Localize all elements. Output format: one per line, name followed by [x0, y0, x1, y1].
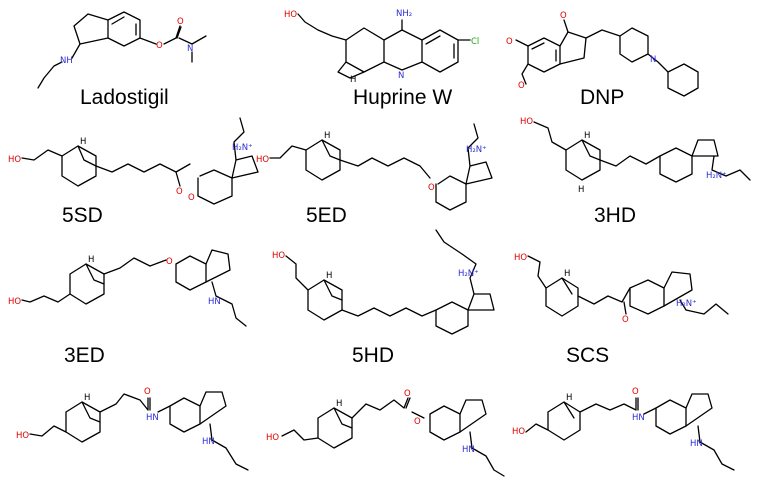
caption-scs: SCS [566, 344, 609, 367]
molecule-amide-2: HO O HN HN H [512, 387, 735, 471]
atom-nh2: NH₂ [396, 9, 412, 19]
atom-h: H [80, 137, 86, 147]
atom-h: H [84, 393, 90, 403]
atom-o: O [414, 417, 421, 427]
atom-o: O [177, 17, 184, 27]
atom-hn: HN [146, 413, 159, 423]
caption-5sd: 5SD [62, 204, 103, 227]
molecule-5ed: HO O H₂N⁺ H 5ED [256, 123, 493, 227]
molecule-ester: HO O O HN H [266, 389, 505, 477]
atom-oh: HO [266, 433, 279, 443]
atom-hn-plus: H₂N⁺ [232, 143, 253, 153]
atom-h: H [336, 399, 342, 409]
atom-hn-plus: H₂N⁺ [466, 145, 487, 155]
atom-n: N [187, 44, 193, 54]
atom-oh: HO [512, 427, 525, 437]
atom-oh: HO [272, 251, 285, 261]
molecule-3hd: HO H₂N⁺ H H 3HD [520, 117, 751, 227]
molecule-5hd: HO H₂N⁺ H 5HD [272, 229, 495, 367]
atom-o: O [632, 387, 639, 397]
atom-o: O [622, 315, 629, 325]
caption-5ed: 5ED [306, 204, 347, 227]
atom-hn-plus: H₂N⁺ [706, 171, 727, 181]
atom-oh: HO [8, 297, 21, 307]
atom-hn: HN [632, 413, 645, 423]
atom-h: H [350, 75, 356, 85]
atom-h: H [88, 255, 94, 265]
atom-oh: HO [16, 431, 29, 441]
caption-dnp: DNP [580, 86, 624, 109]
molecule-ladostigil: NH O O N Ladostigil [37, 11, 207, 109]
caption-ladostigil: Ladostigil [80, 86, 169, 109]
molecule-amide-1: HO O HN HN H [16, 387, 249, 471]
atom-h: H [566, 393, 572, 403]
molecule-5sd: HO O O H₂N⁺ H 5SD [8, 117, 259, 227]
atom-oh: HO [514, 253, 527, 263]
molecule-dnp: O O O N DNP [506, 11, 699, 109]
atom-o: O [156, 41, 163, 51]
atom-oh: HO [256, 155, 269, 165]
molecule-huprine-w: HO NH₂ N Cl H Huprine W [284, 9, 479, 109]
atom-hn-plus: H₂N⁺ [458, 269, 479, 279]
atom-o: O [166, 257, 173, 267]
atom-h: H [324, 131, 330, 141]
atom-oh: HO [520, 117, 533, 127]
atom-hn: HN [690, 439, 703, 449]
atom-nh: NH [60, 56, 73, 66]
atom-o: O [428, 183, 435, 193]
atom-o: O [518, 81, 525, 91]
atom-hn: HN [462, 445, 475, 455]
atom-hn-plus: H₂N⁺ [676, 299, 697, 309]
atom-h: H [326, 271, 332, 281]
atom-oh: HO [284, 10, 297, 20]
atom-o: O [560, 11, 567, 21]
atom-o: O [404, 389, 411, 399]
atom-n: N [650, 55, 656, 65]
caption-5hd: 5HD [352, 344, 394, 367]
atom-o: O [176, 187, 183, 197]
atom-cl: Cl [471, 37, 479, 47]
atom-o: O [144, 387, 151, 397]
atom-hn: HN [202, 437, 215, 447]
caption-3ed: 3ED [64, 344, 105, 367]
atom-h: H [578, 185, 584, 195]
molecule-scs: HO O H₂N⁺ H SCS [514, 253, 729, 367]
atom-hn: HN [208, 297, 221, 307]
caption-huprine-w: Huprine W [353, 86, 452, 109]
atom-n: N [398, 71, 404, 81]
atom-h: H [584, 131, 590, 141]
molecule-3ed: HO O HN H 3ED [8, 249, 247, 367]
atom-h: H [564, 269, 570, 279]
caption-3hd: 3HD [594, 204, 636, 227]
atom-o: O [506, 37, 513, 47]
atom-oh: HO [8, 155, 21, 165]
atom-o: O [188, 193, 195, 203]
